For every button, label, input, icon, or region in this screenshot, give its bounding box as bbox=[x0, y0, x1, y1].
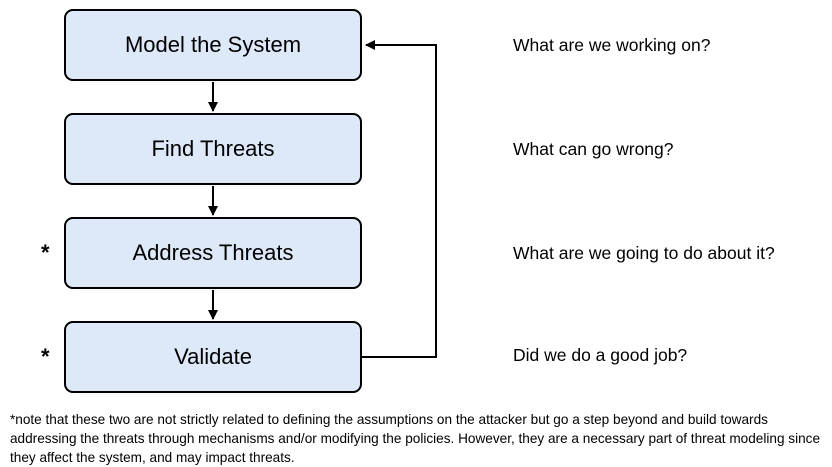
feedback-arrow-validate-to-model bbox=[362, 40, 437, 358]
step-box-find-threats: Find Threats bbox=[64, 113, 362, 185]
asterisk-address-threats: * bbox=[41, 240, 50, 265]
step-label-find-threats: Find Threats bbox=[151, 136, 275, 161]
step-label-model-the-system: Model the System bbox=[124, 32, 302, 57]
asterisk-validate: * bbox=[41, 344, 50, 369]
step-box-address-threats: Address Threats bbox=[64, 217, 362, 289]
question-validate: Did we do a good job? bbox=[513, 345, 688, 365]
footnote: *note that these two are not strictly re… bbox=[10, 412, 821, 465]
step-label-validate: Validate bbox=[174, 344, 252, 369]
step-label-address-threats: Address Threats bbox=[132, 240, 294, 265]
step-box-model-the-system: Model the System bbox=[64, 9, 362, 81]
question-address-threats: What are we going to do about it? bbox=[513, 243, 775, 263]
step-box-validate: Validate bbox=[64, 321, 362, 393]
question-model-the-system: What are we working on? bbox=[513, 35, 711, 55]
question-find-threats: What can go wrong? bbox=[513, 139, 674, 159]
